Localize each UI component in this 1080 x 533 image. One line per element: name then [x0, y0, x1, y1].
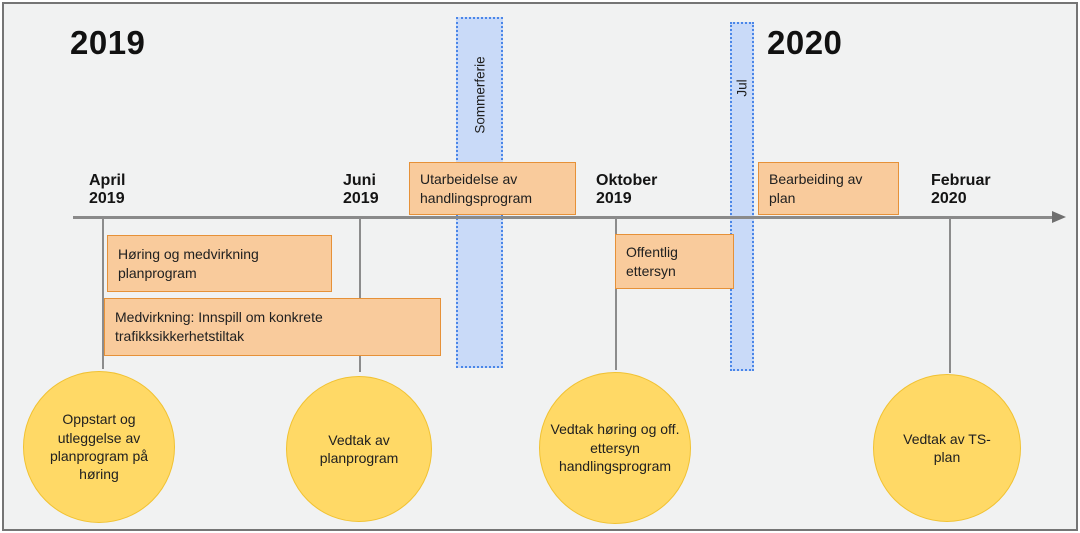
milestone-label: Vedtak av planprogram — [319, 431, 399, 466]
activity-box-horing-medvirkning: Høring og medvirkning planprogram — [107, 235, 332, 292]
activity-label: Offentlig ettersyn — [626, 243, 678, 279]
year-title-2019: 2019 — [70, 24, 146, 61]
activity-label: Utarbeidelse av handlingsprogram — [420, 170, 533, 206]
milestone-label: Oppstart og utleggelse av planprogram på… — [49, 411, 149, 483]
activity-label: Medvirkning: Innspill om konkrete trafik… — [115, 309, 323, 344]
date-label-april-2019: April 2019 — [89, 172, 126, 208]
milestone-label: Vedtak av TS-plan — [903, 430, 991, 465]
milestone-circle-vedtak-horing-ettersyn: Vedtak høring og off. ettersyn handlings… — [539, 372, 691, 524]
tick-april-2019 — [102, 218, 104, 369]
christmas-vacation-label: Jul — [734, 79, 750, 97]
christmas-vacation-band: Jul — [730, 22, 754, 371]
milestone-label: Vedtak høring og off. ettersyn handlings… — [550, 421, 680, 475]
timeline-arrowhead-icon — [1052, 211, 1066, 223]
tick-juni-2019 — [359, 218, 361, 372]
activity-box-utarbeidelse-handlingsprogram: Utarbeidelse av handlingsprogram — [409, 162, 576, 215]
activity-box-medvirkning-innspill: Medvirkning: Innspill om konkrete trafik… — [104, 298, 441, 356]
tick-februar-2020 — [949, 218, 951, 373]
tick-oktober-2019 — [615, 218, 617, 370]
timeline-axis — [73, 216, 1055, 219]
milestone-circle-vedtak-planprogram: Vedtak av planprogram — [286, 376, 432, 522]
date-label-oktober-2019: Oktober 2019 — [596, 172, 658, 208]
activity-box-offentlig-ettersyn: Offentlig ettersyn — [615, 234, 734, 289]
year-title-2020: 2020 — [767, 24, 843, 61]
activity-label: Høring og medvirkning planprogram — [118, 245, 259, 281]
activity-box-bearbeiding-plan: Bearbeiding av plan — [758, 162, 899, 215]
activity-label: Bearbeiding av plan — [769, 170, 863, 206]
date-label-juni-2019: Juni 2019 — [343, 172, 379, 208]
date-label-februar-2020: Februar 2020 — [931, 172, 991, 208]
summer-vacation-label: Sommerferie — [472, 56, 487, 134]
milestone-circle-oppstart: Oppstart og utleggelse av planprogram på… — [23, 371, 175, 523]
milestone-circle-vedtak-tsplan: Vedtak av TS-plan — [873, 374, 1021, 522]
